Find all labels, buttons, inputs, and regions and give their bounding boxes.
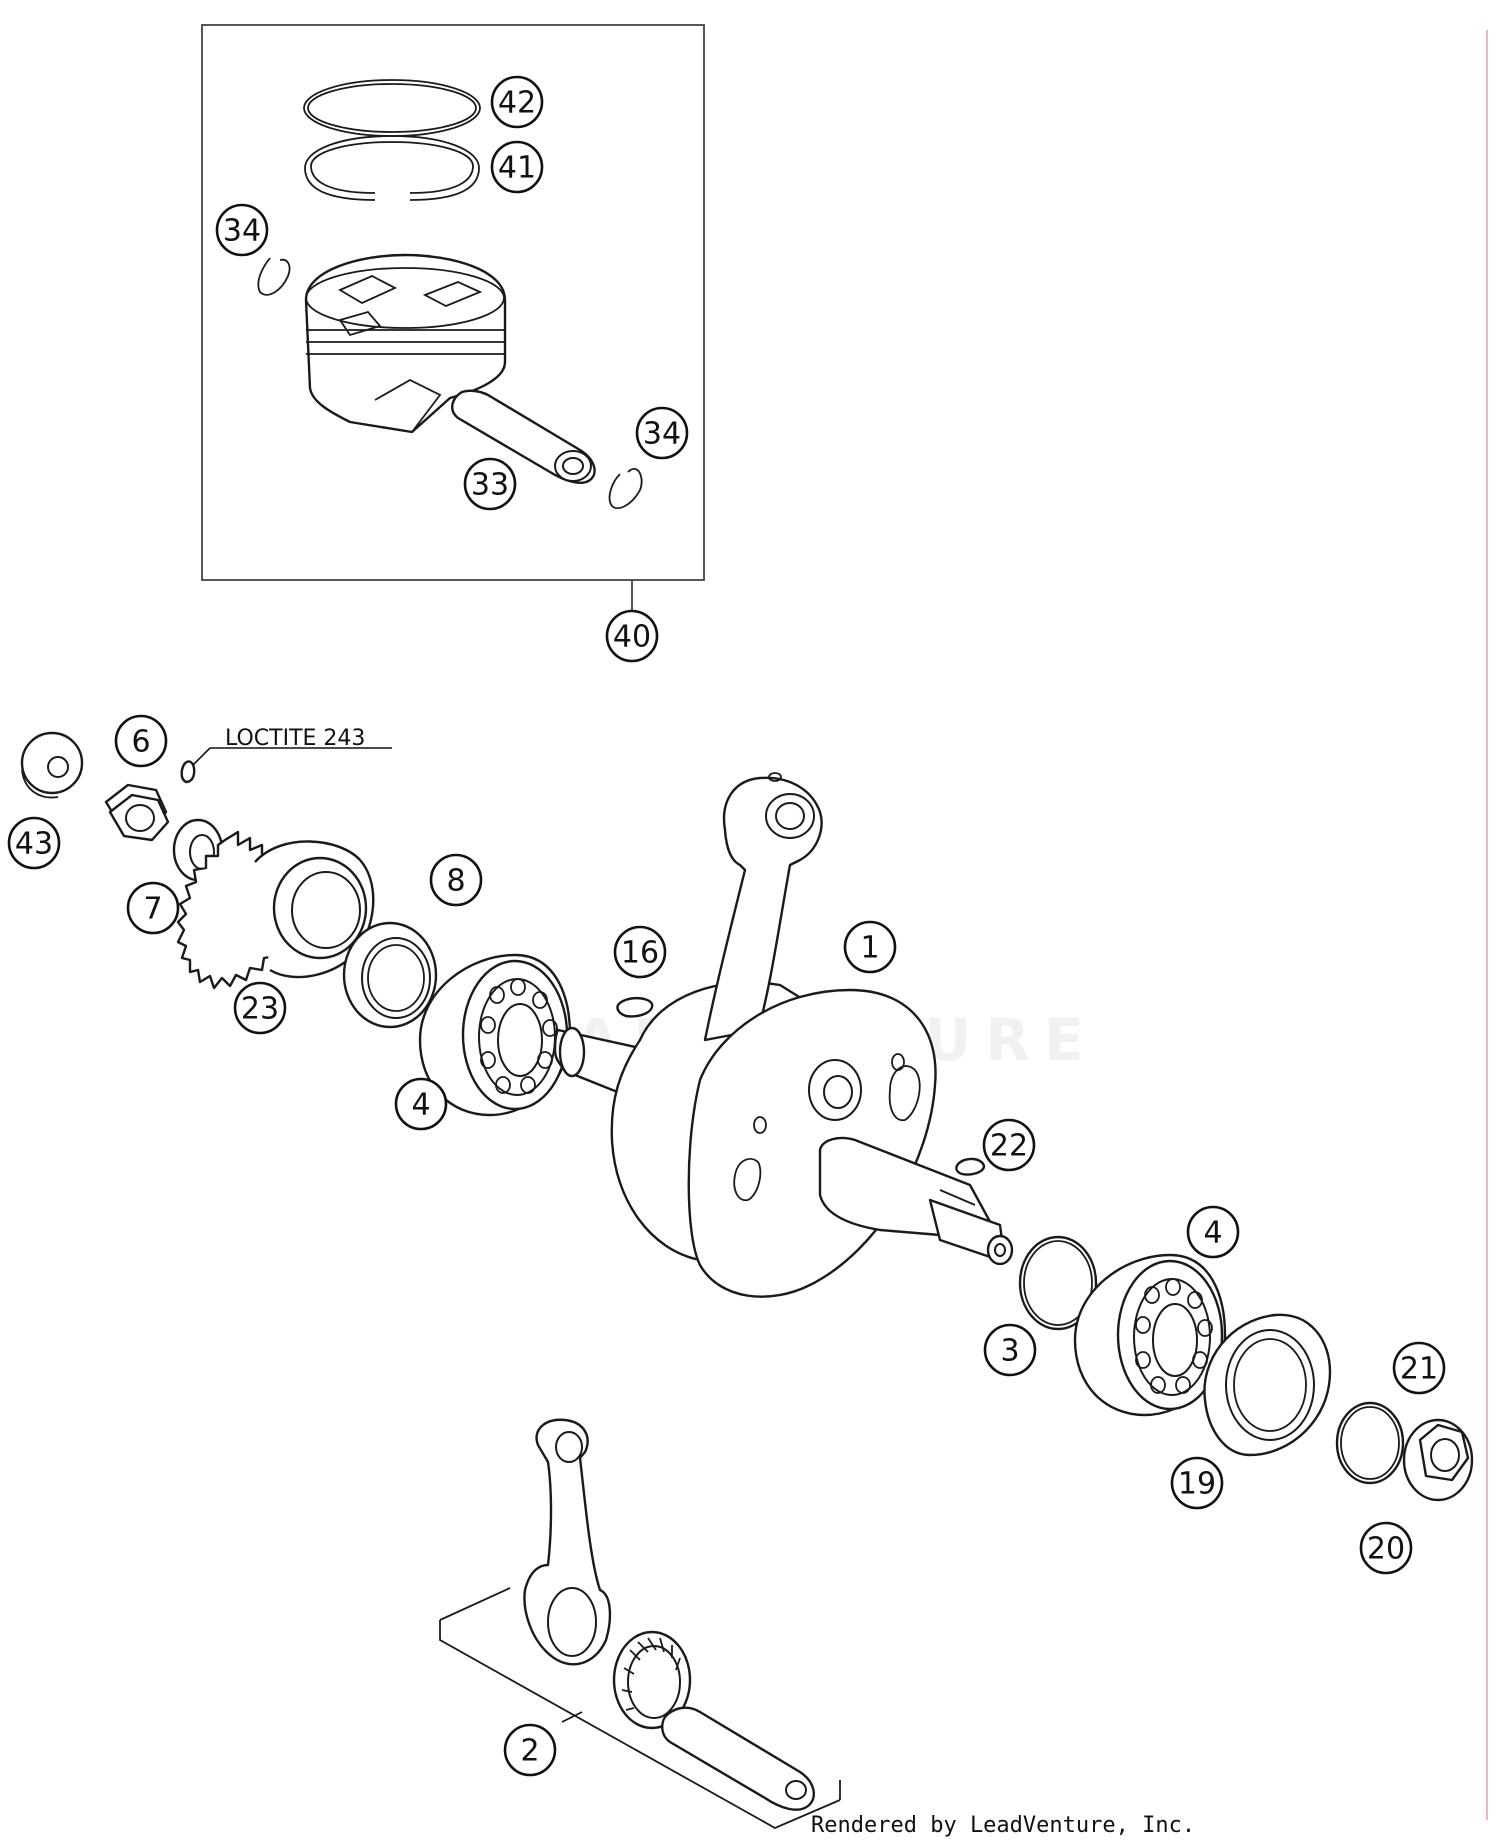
flat-washer	[1335, 1401, 1405, 1485]
thrust-washer	[1018, 1235, 1098, 1331]
spacer-washer	[20, 731, 84, 799]
loctite-note: LOCTITE 243	[225, 726, 365, 751]
callout-7: 7	[126, 881, 180, 935]
svg-text:23: 23	[241, 992, 279, 1027]
piston-pin-circlip-left	[257, 257, 291, 296]
svg-text:42: 42	[498, 86, 536, 121]
svg-text:7: 7	[143, 892, 162, 927]
hex-nut	[104, 783, 170, 842]
piston-pin-circlip-right	[608, 468, 643, 510]
woodruff-key-left	[616, 996, 654, 1018]
flange-nut	[1402, 1418, 1474, 1502]
callout-1: 1	[843, 920, 897, 974]
svg-text:34: 34	[643, 417, 681, 452]
callout-16: 16	[613, 925, 667, 979]
callout-19: 19	[1170, 1456, 1224, 1510]
rendered-by-footer: Rendered by LeadVenture, Inc.	[811, 1813, 1195, 1838]
callout-4-left: 4	[394, 1077, 448, 1131]
callout-34-upper-right: 34	[635, 406, 689, 460]
callout-22: 22	[982, 1118, 1036, 1172]
callout-42: 42	[490, 75, 544, 129]
piston-kit-frame	[201, 24, 705, 581]
svg-text:43: 43	[15, 827, 53, 862]
callout-3: 3	[983, 1323, 1037, 1377]
callout-40: 40	[605, 609, 659, 663]
loctite-key	[180, 760, 196, 784]
callout-34-upper-left: 34	[215, 203, 269, 257]
svg-text:41: 41	[498, 151, 536, 186]
callout-4-right: 4	[1186, 1205, 1240, 1259]
main-bearing-left	[418, 953, 572, 1117]
svg-text:4: 4	[411, 1088, 430, 1123]
callout-2: 2	[503, 1723, 557, 1777]
svg-text:16: 16	[621, 936, 659, 971]
svg-text:4: 4	[1203, 1216, 1222, 1251]
woodruff-key-right	[955, 1157, 986, 1176]
piston-kit-group	[201, 24, 705, 610]
svg-text:19: 19	[1178, 1467, 1216, 1502]
connecting-rod-kit	[439, 1418, 841, 1830]
callout-20: 20	[1359, 1521, 1413, 1575]
svg-text:34: 34	[223, 214, 261, 249]
oil-seal-right	[1203, 1313, 1332, 1457]
callout-33: 33	[463, 457, 517, 511]
piston	[304, 253, 507, 434]
primary-gear	[176, 830, 375, 990]
svg-text:6: 6	[131, 725, 150, 760]
svg-text:20: 20	[1367, 1532, 1405, 1567]
crankshaft-assembly	[553, 772, 1014, 1298]
callout-43: 43	[7, 816, 61, 870]
piston-ring-top	[303, 79, 481, 137]
svg-text:1: 1	[860, 931, 879, 966]
callout-41: 41	[490, 140, 544, 194]
svg-text:21: 21	[1400, 1352, 1438, 1387]
callout-21: 21	[1392, 1341, 1446, 1395]
svg-text:33: 33	[471, 468, 509, 503]
svg-text:22: 22	[990, 1129, 1028, 1164]
callout-8: 8	[429, 853, 483, 907]
piston-ring-second	[304, 135, 480, 201]
oil-seal	[342, 921, 438, 1029]
callout-23: 23	[233, 981, 287, 1035]
main-bearing-right	[1073, 1253, 1227, 1417]
svg-text:2: 2	[520, 1734, 539, 1769]
callout-6: 6	[114, 714, 168, 768]
loctite-leader-d	[192, 747, 211, 766]
piston-pin	[451, 389, 596, 484]
svg-text:40: 40	[613, 620, 651, 655]
svg-text:8: 8	[446, 864, 465, 899]
svg-text:3: 3	[1000, 1334, 1019, 1369]
